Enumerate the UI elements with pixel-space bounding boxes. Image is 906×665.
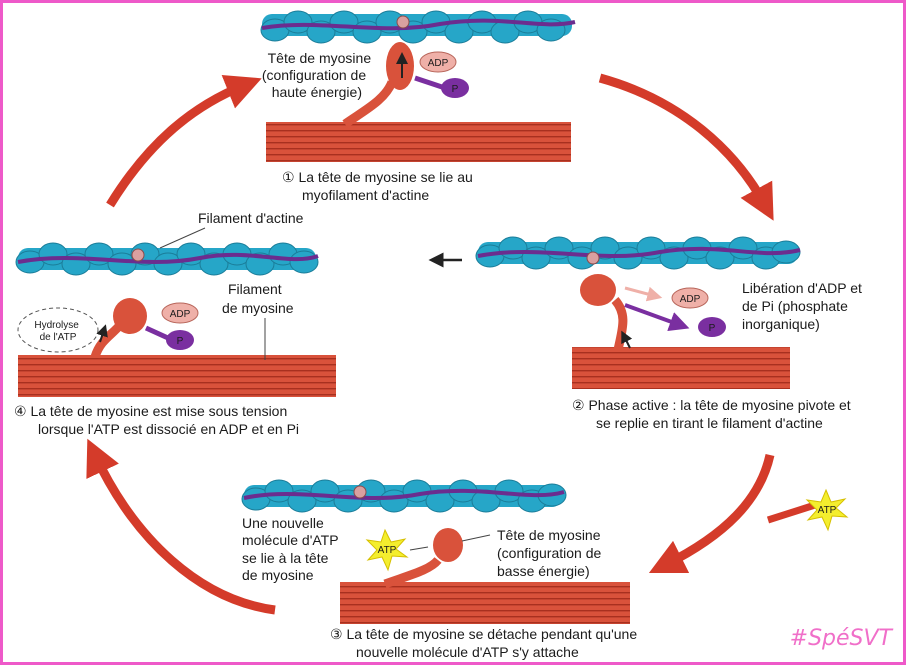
label-myosin-head-high-energy: Tête de myosine (configuration de haute …	[262, 50, 375, 100]
svg-text:P: P	[177, 336, 184, 347]
svg-text:ADP: ADP	[680, 294, 701, 305]
adp-1: ADP	[420, 52, 456, 72]
myosin-filament-4	[18, 355, 336, 397]
svg-text:ADP: ADP	[428, 58, 449, 69]
myosin-filament-1	[266, 122, 571, 162]
label-new-atp: Une nouvelle molécule d'ATP se lie à la …	[242, 515, 342, 583]
stage-4: ADP P Hydrolyse de l'ATP Filament d'acti…	[14, 210, 336, 437]
myosin-head-2	[580, 274, 630, 350]
myosin-filament-3	[340, 582, 630, 624]
phosphate-1: P	[415, 78, 469, 98]
actin-filament-2	[476, 237, 800, 269]
label-myosin-head-low-energy: Tête de myosine (configuration de basse …	[497, 527, 605, 579]
actin-filament-3	[242, 480, 566, 512]
label-actin-filament: Filament d'actine	[198, 210, 304, 226]
atp-star-bottom: ATP	[367, 530, 407, 570]
caption-step-4: ④ La tête de myosine est mise sous tensi…	[14, 403, 299, 437]
caption-step-2: ② Phase active : la tête de myosine pivo…	[572, 397, 855, 431]
svg-text:ATP: ATP	[378, 545, 397, 556]
atp-star-right: ATP	[807, 490, 847, 530]
svg-text:P: P	[452, 84, 459, 95]
hashtag-label: #SpéSVT	[790, 626, 892, 651]
myosin-head-4	[95, 298, 147, 357]
phosphate-4: P	[146, 328, 194, 350]
stage-3: ATP Une nouvelle molécule d'ATP se lie à…	[242, 480, 641, 660]
caption-step-3: ③ La tête de myosine se détache pendant …	[330, 626, 641, 660]
svg-text:P: P	[709, 323, 716, 334]
adp-2: ADP	[672, 288, 708, 308]
label-hydrolysis: Hydrolyse de l'ATP	[34, 320, 81, 343]
phosphate-2: P	[698, 317, 726, 337]
myosin-filament-2	[572, 347, 790, 389]
caption-step-1: ① La tête de myosine se lie au myofilame…	[282, 169, 477, 203]
svg-text:ATP: ATP	[818, 505, 837, 516]
actin-filament-4	[16, 243, 318, 275]
label-myosin-filament: Filament de myosine	[222, 281, 294, 316]
adp-4: ADP	[162, 303, 198, 323]
actin-filament-1	[261, 11, 575, 43]
stage-1: ADP P Tête de myosine (configuration de …	[261, 11, 575, 203]
svg-text:ADP: ADP	[170, 309, 191, 320]
label-adp-pi-release: Libération d'ADP et de Pi (phosphate ino…	[742, 280, 866, 332]
